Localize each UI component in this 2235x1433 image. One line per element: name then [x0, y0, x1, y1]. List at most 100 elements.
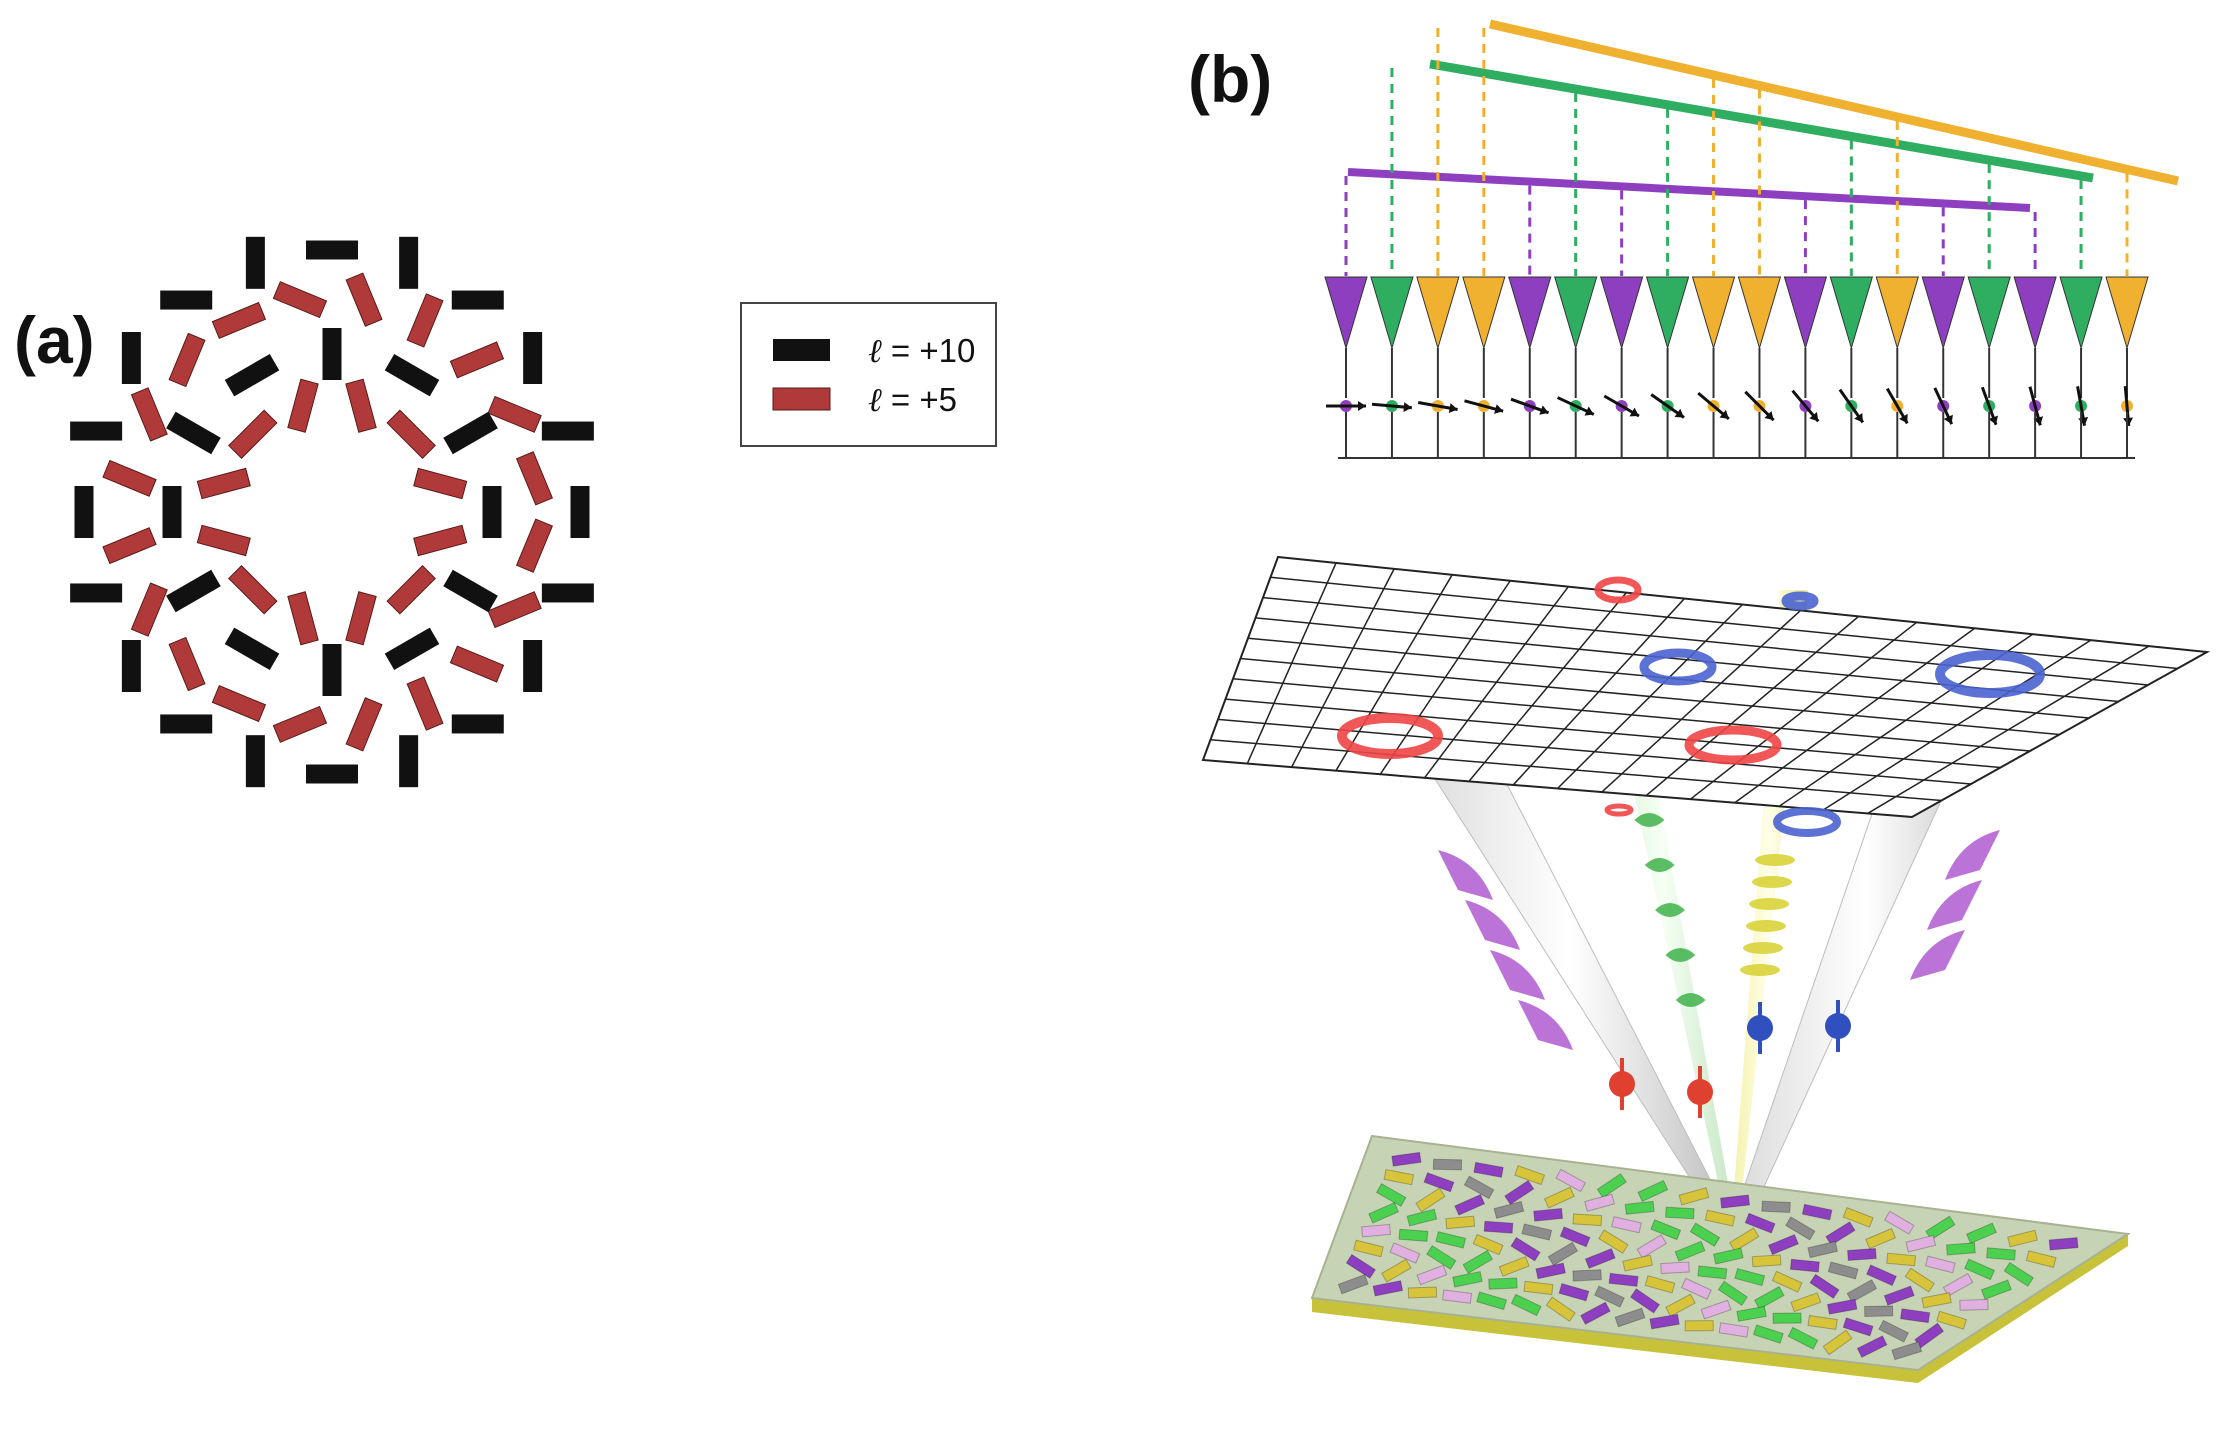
- nanobar: [1704, 1209, 1736, 1227]
- black-element: [245, 735, 265, 788]
- nanobar: [1986, 1247, 2016, 1261]
- green-phase-line: [1429, 59, 2094, 183]
- green-wavefront: [1675, 993, 1706, 1007]
- nanobar: [1611, 1216, 1642, 1234]
- black-element: [523, 639, 543, 692]
- red-element: [413, 524, 468, 557]
- red-element: [345, 591, 377, 646]
- nanobar: [1822, 1329, 1853, 1356]
- black-element: [443, 569, 498, 613]
- green-triangle: [1370, 276, 1414, 350]
- arrow-head: [1943, 414, 1953, 425]
- yellow-wavefront: [1755, 854, 1795, 866]
- red-element: [287, 378, 319, 433]
- black-element: [166, 411, 221, 455]
- nanobar: [1842, 1317, 1874, 1337]
- nanobar: [1594, 1285, 1625, 1308]
- nanobar: [1942, 1272, 1974, 1297]
- black-element: [482, 486, 502, 538]
- nanobar: [1614, 1307, 1646, 1328]
- nanobar: [1598, 1229, 1629, 1254]
- black-element: [162, 486, 182, 538]
- arrow-head: [1448, 403, 1458, 414]
- nanobar: [1452, 1270, 1483, 1288]
- nanobar: [1665, 1206, 1695, 1220]
- nanobar: [1753, 1285, 1785, 1310]
- black-element: [74, 486, 94, 538]
- nanobar: [1476, 1291, 1508, 1311]
- arrow-head: [1764, 410, 1774, 421]
- nanobar: [1391, 1151, 1422, 1167]
- nanobar: [1353, 1239, 1384, 1258]
- oam-ring: [1604, 803, 1634, 817]
- black-element: [399, 236, 419, 289]
- purple-triangle: [1921, 276, 1965, 350]
- nanobar: [1547, 1241, 1579, 1267]
- red-element: [386, 565, 436, 615]
- svg-text:ℓ = +5: ℓ = +5: [868, 380, 957, 419]
- substrate-nanobars: [1337, 1151, 2079, 1361]
- nanobar: [1680, 1277, 1712, 1300]
- nanobar: [1718, 1322, 1749, 1338]
- red-element: [515, 518, 554, 573]
- nanobar: [1883, 1285, 1915, 1306]
- red-element: [130, 387, 168, 442]
- nanobar: [1637, 1179, 1669, 1203]
- nanobar: [1700, 1299, 1732, 1320]
- nanobar: [1886, 1252, 1917, 1267]
- nanobar: [1535, 1262, 1566, 1280]
- detection-grid: [1201, 555, 2211, 837]
- nanobar: [2007, 1229, 2038, 1248]
- legend-label-1: = +10: [882, 332, 976, 369]
- nanobar: [1846, 1279, 1878, 1303]
- arrow-head: [1854, 412, 1863, 423]
- black-element: [224, 627, 280, 671]
- nanobar: [1572, 1269, 1602, 1282]
- red-element: [406, 293, 444, 348]
- nanobar: [1572, 1213, 1603, 1227]
- black-element: [160, 714, 213, 734]
- black-element: [541, 583, 594, 603]
- grid-lines: [1210, 562, 2178, 815]
- nanobar: [1608, 1272, 1639, 1287]
- grid-line: [1240, 657, 2060, 736]
- nanobar: [1558, 1282, 1590, 1302]
- nanobar: [1904, 1267, 1935, 1293]
- nanobar: [1644, 1275, 1676, 1294]
- nanobar: [1498, 1256, 1530, 1277]
- nanobar: [1416, 1264, 1448, 1286]
- red-element: [345, 697, 383, 752]
- red-element: [130, 582, 168, 637]
- green-triangle: [1967, 276, 2011, 350]
- red-element: [168, 332, 206, 388]
- red-element: [102, 459, 157, 497]
- nanobar: [1488, 1277, 1518, 1290]
- nanobar: [1856, 1335, 1888, 1358]
- black-element: [306, 240, 358, 260]
- red-element: [228, 409, 278, 459]
- nanobar: [1472, 1233, 1504, 1256]
- purple-wavefront: [1490, 950, 1545, 1000]
- purple-triangle: [1599, 276, 1644, 350]
- nanobar: [1925, 1215, 1956, 1241]
- red-element: [345, 272, 383, 327]
- black-element: [70, 421, 123, 441]
- yellow-wavefront: [1749, 898, 1789, 910]
- black-element: [570, 486, 590, 538]
- purple-triangle: [1783, 276, 1828, 350]
- black-element: [399, 735, 419, 788]
- nanobar: [1801, 1203, 1833, 1221]
- red-element: [515, 451, 554, 506]
- yellow-wavefront: [1746, 920, 1786, 932]
- arrow-head: [1403, 402, 1412, 413]
- grid-line: [1270, 576, 2178, 670]
- nanobar: [1684, 1320, 1714, 1332]
- arrow-head: [1539, 405, 1549, 415]
- nanobar: [1865, 1227, 1897, 1250]
- red-element: [272, 281, 328, 319]
- purple-wavefront: [1438, 850, 1493, 900]
- nanobar: [1964, 1258, 1996, 1281]
- purple-triangle: [2013, 276, 2057, 350]
- nanobar: [1521, 1223, 1553, 1241]
